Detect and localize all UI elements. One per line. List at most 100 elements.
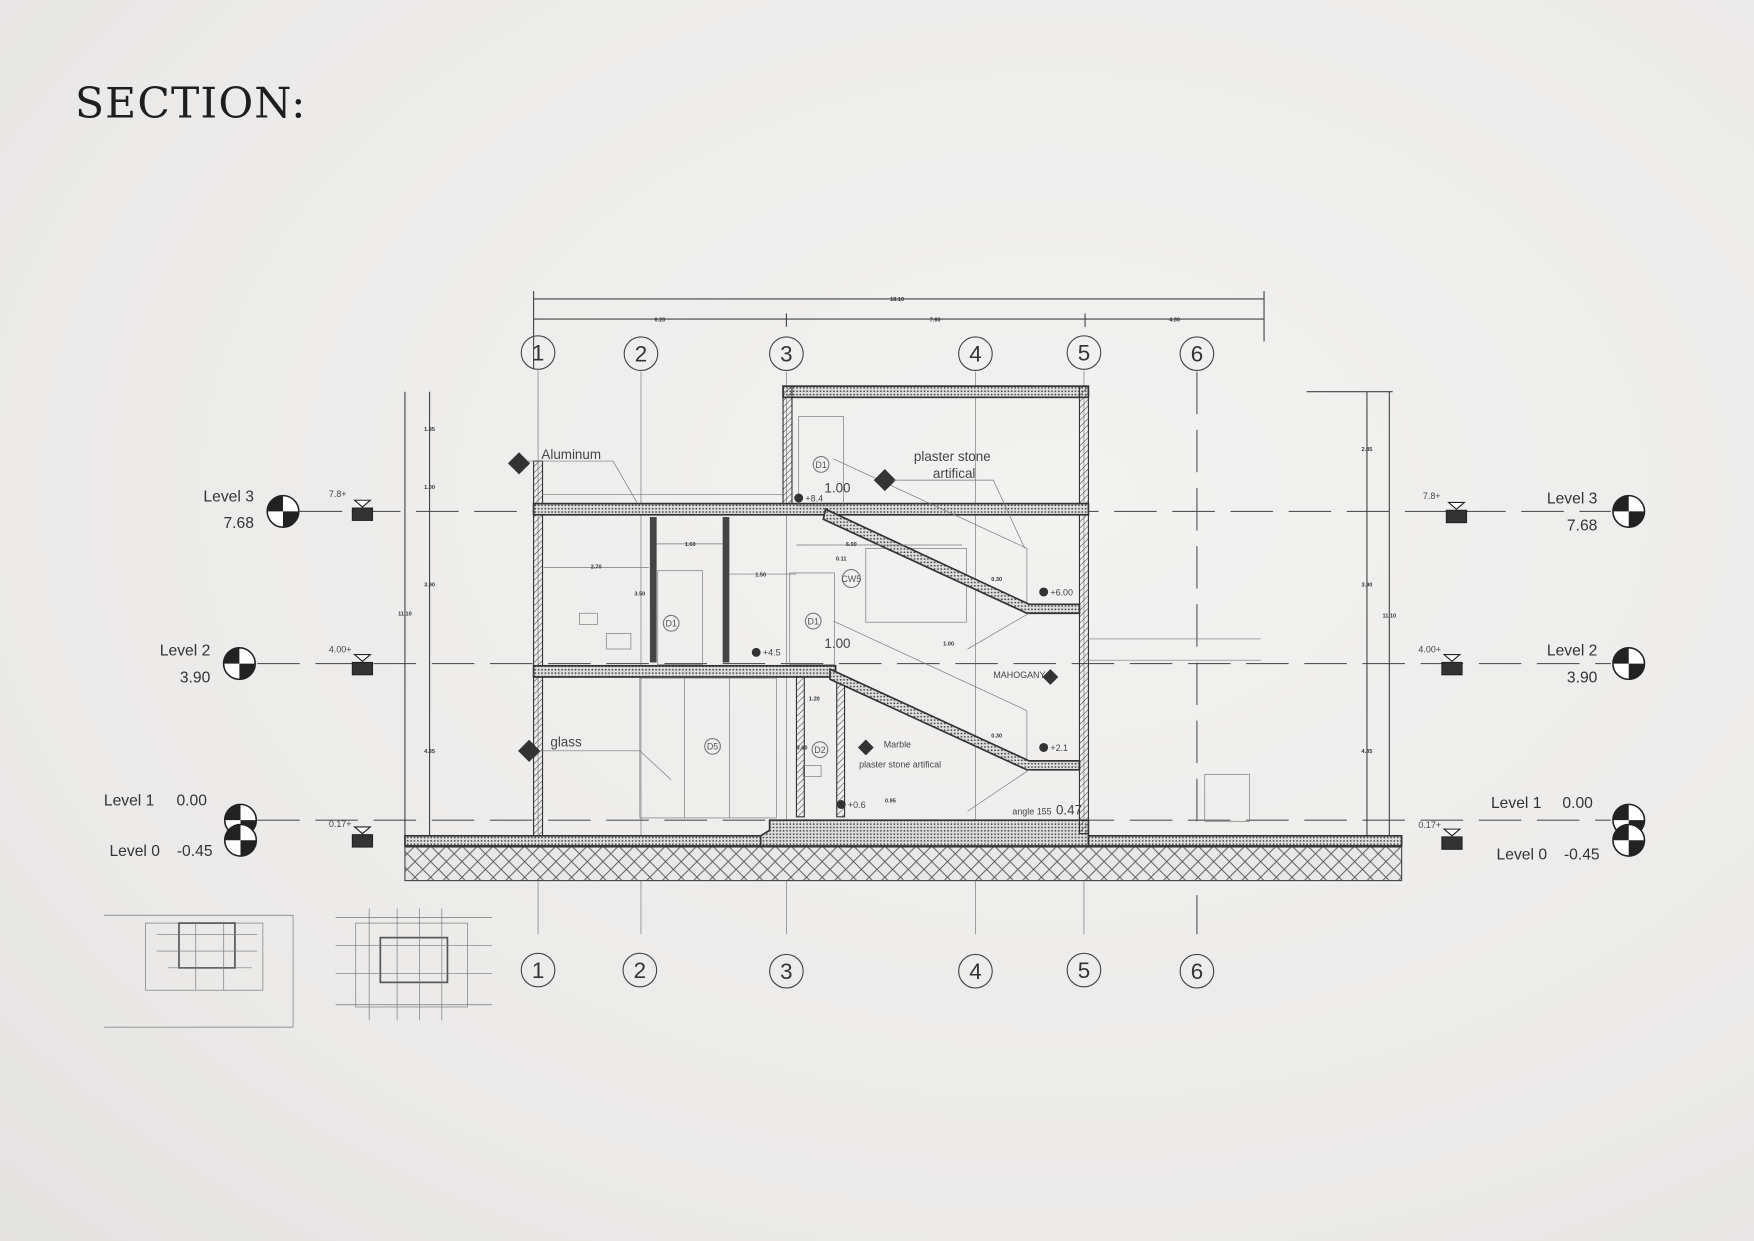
levels-left: Level 3 7.68 7.8+ Level 2 3.90 4.00+ Lev… (104, 488, 374, 860)
vertical-dimensions-right: 2.85 3.90 4.35 11.10 (1306, 391, 1397, 840)
grid-label: 6 (1191, 342, 1203, 367)
level-name: Level 2 (1547, 643, 1597, 660)
dimension-label: 0.11 (836, 557, 847, 563)
grid-markers-top: 1 2 3 4 5 6 (520, 335, 1215, 372)
toilet-icon (802, 765, 822, 777)
column (722, 517, 730, 663)
level-marker-icon (1612, 494, 1646, 529)
level-marker-icon (266, 494, 300, 529)
annotation-marker-icon (873, 469, 896, 492)
elevation-tag-icon (351, 654, 374, 676)
spot-elevation: +2.1 (1050, 743, 1068, 753)
dimension-label: 4.35 (1362, 749, 1373, 755)
grid-label: 2 (634, 958, 646, 983)
dimension-segment: 7.60 (930, 317, 941, 323)
level-value: 3.90 (180, 670, 211, 687)
level-marker-icon (1612, 646, 1646, 681)
door-tag: D1 (665, 619, 676, 629)
level-marker-icon (222, 646, 256, 681)
dimension-label: 3.50 (634, 591, 645, 597)
dimension-label: 1.00 (824, 636, 850, 651)
upper-wall (782, 385, 793, 512)
elevation-tag-icon (351, 826, 374, 848)
annotation-mahogany: MAHOGANY (993, 670, 1045, 680)
dimension-label: 1.50 (755, 572, 766, 578)
dimension-label: 11.10 (1383, 614, 1397, 620)
door-tag: D1 (815, 460, 826, 470)
grid-label: 4 (969, 959, 981, 984)
grid-label: 2 (635, 342, 647, 367)
grid-label: 1 (532, 958, 544, 983)
dimension-segment: 4.30 (1169, 317, 1180, 323)
grid-label: 5 (1078, 340, 1090, 365)
level-name: Level 1 (1491, 795, 1542, 812)
dimension-label: 11.10 (398, 611, 412, 617)
spot-elevation: +0.6 (848, 800, 866, 810)
stair-railing (833, 458, 1028, 759)
level-name: Level 3 (203, 488, 254, 505)
dimension-label: 3.60 (797, 746, 808, 752)
level3-slab (532, 502, 1090, 516)
grid-label: 3 (780, 959, 792, 984)
level-name: Level 1 (104, 793, 155, 810)
door (657, 570, 703, 666)
ground-hatch (404, 846, 1403, 882)
door-tag: D5 (707, 742, 718, 752)
dimension-label: 4.35 (424, 749, 435, 755)
sink-icon (605, 633, 632, 650)
column (649, 517, 657, 663)
dimension-label: 3.90 (424, 582, 435, 588)
elevation-tag-icon (1441, 828, 1463, 850)
partition-wall (836, 676, 846, 818)
balcony-railing (1204, 773, 1250, 822)
annotation-aluminum: Aluminum (541, 447, 601, 462)
elevation-tag: 0.17+ (329, 819, 352, 829)
annotation-angle-value: 0.47 (1056, 803, 1082, 818)
ground-slab-exterior (1087, 834, 1403, 847)
annotation-marker-icon (507, 452, 531, 475)
level-name: Level 0 (109, 843, 160, 860)
dimension-label: 1.20 (809, 696, 820, 702)
right-wall (1078, 385, 1089, 835)
annotation-angle: angle 155 (1012, 807, 1051, 817)
elevation-tag-icon (1445, 501, 1468, 524)
dimension-segment: 6.20 (655, 317, 666, 323)
level-value: 0.00 (176, 793, 207, 810)
annotation-marble: Marble (884, 739, 911, 749)
ground-slab-left (404, 834, 764, 847)
spot-elevation: +8.4 (805, 493, 823, 503)
dimension-label: 1.00 (943, 642, 954, 648)
page-title: SECTION: (75, 80, 307, 129)
dimension-label: 2.85 (1362, 447, 1373, 453)
door-tags: D1 D1 D1 D2 D5 CW5 (662, 456, 861, 759)
spot-elevation: +4.5 (763, 648, 781, 658)
level-value: 3.90 (1567, 670, 1598, 687)
level-name: Level 3 (1547, 491, 1598, 508)
levels-right: Level 3 7.68 7.8+ Level 2 3.90 4.00+ Lev… (1418, 491, 1646, 863)
level-marker-icon (1612, 823, 1646, 857)
elevation-tag: 4.00+ (1418, 644, 1441, 654)
upper-stair-flight (822, 507, 1081, 615)
lower-stair-flight (829, 667, 1081, 771)
spot-elevation: +6.00 (1050, 587, 1073, 597)
grid-label: 1 (532, 340, 544, 365)
partition-wall (795, 676, 805, 818)
dimension-label: 1.85 (424, 427, 435, 433)
ground-slab-right (759, 819, 1090, 847)
elevation-tag-icon (351, 499, 374, 521)
top-dimensions: 18.10 6.20 7.60 4.30 (533, 291, 1265, 370)
level-name: Level 2 (160, 643, 211, 660)
grid-markers-bottom: 1 2 3 4 5 6 (520, 952, 1215, 989)
roof-slab (782, 385, 1090, 399)
level-marker-icon (223, 823, 258, 857)
dimension-label: 1.00 (424, 485, 435, 491)
dimension-label: 6.00 (846, 542, 857, 548)
dimension-label: 1.60 (685, 542, 696, 548)
elevation-tag: 7.8+ (329, 489, 347, 499)
level-value: 0.00 (1562, 795, 1593, 812)
overall-dimension: 18.10 (890, 297, 904, 303)
annotation-marker-icon (857, 739, 874, 756)
level-lines (257, 510, 1611, 821)
